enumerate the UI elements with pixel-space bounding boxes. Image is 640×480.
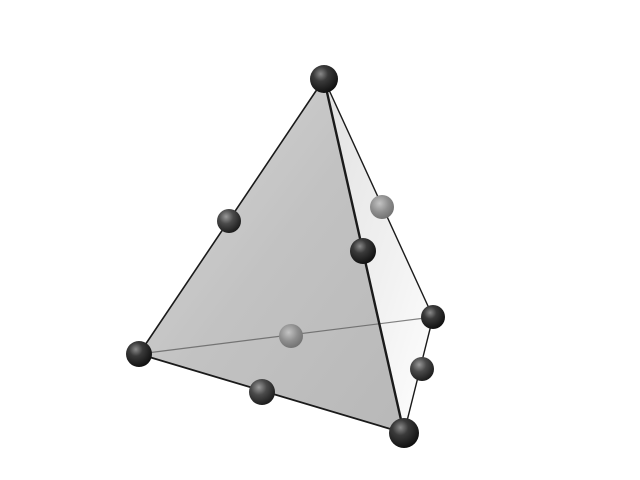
node-vertex-apex: [310, 65, 338, 93]
node-midpoint-back-front: [410, 357, 434, 381]
node-vertex-front: [389, 418, 419, 448]
right-face: [324, 79, 433, 433]
node-vertex-back: [421, 305, 445, 329]
node-midpoint-apex-front: [350, 238, 376, 264]
node-midpoint-hidden-base: [279, 324, 303, 348]
node-midpoint-apex-back: [370, 195, 394, 219]
node-midpoint-apex-left: [217, 209, 241, 233]
node-vertex-left: [126, 341, 152, 367]
node-midpoint-left-front: [249, 379, 275, 405]
front-face: [139, 79, 404, 433]
